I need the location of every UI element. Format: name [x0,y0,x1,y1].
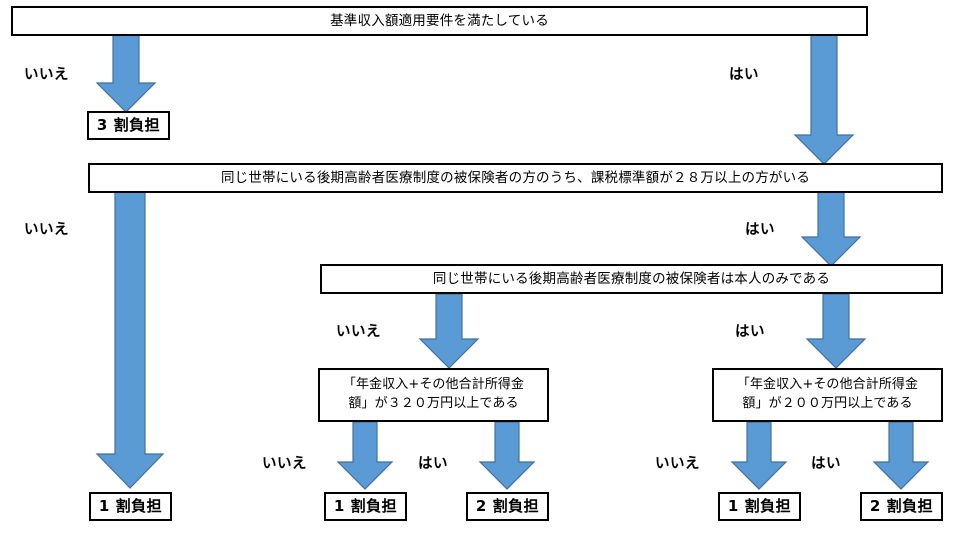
income-node-200man-line2: 額」が２００万円以上である [742,396,913,411]
question-node-insured-self-only[interactable]: 同じ世帯にいる後期高齢者医療制度の被保険者は本人のみである [320,264,943,294]
arrow-q1-no [95,35,157,113]
arrow-q3-yes [805,294,867,369]
edge-label-q3-yes: はい [735,324,765,340]
edge-label-incright-yes: はい [811,456,841,472]
result-node-1wari-mid[interactable]: 1 割負担 [324,492,407,521]
income-node-320man[interactable]: 「年金収入+その他合計所得金 額」が３２０万円以上である [318,368,549,422]
edge-label-incleft-yes: はい [418,456,448,472]
arrow-incright-no [730,422,788,490]
income-node-200man-line1: 「年金収入+その他合計所得金 [736,377,919,393]
arrow-incright-yes [872,422,930,490]
income-node-200man[interactable]: 「年金収入+その他合計所得金 額」が２００万円以上である [712,368,943,422]
result-node-2wari-right[interactable]: 2 割負担 [860,492,943,521]
edge-label-q1-yes: はい [729,67,759,83]
edge-label-q1-no: いいえ [24,67,69,83]
question-node-base-income-requirement[interactable]: 基準収入額適用要件を満たしている [11,6,868,36]
arrow-incleft-no [336,422,394,490]
result-node-1wari-left[interactable]: 1 割負担 [89,492,172,521]
income-node-320man-line2: 額」が３２０万円以上である [348,396,519,411]
arrow-q2-no [95,192,165,489]
result-node-2wari-mid[interactable]: 2 割負担 [466,492,549,521]
question-node-household-taxable-income[interactable]: 同じ世帯にいる後期高齢者医療制度の被保険者の方のうち、課税標準額が２８万以上の方… [88,163,943,193]
edge-label-incleft-no: いいえ [262,456,307,472]
arrow-incleft-yes [478,422,536,490]
arrow-q2-yes [800,192,862,267]
edge-label-incright-no: いいえ [655,456,700,472]
arrow-q3-no [418,294,480,369]
arrow-q1-yes [793,35,855,165]
income-node-320man-line1: 「年金収入+その他合計所得金 [342,377,525,393]
edge-label-q2-yes: はい [745,222,775,238]
result-node-3wari[interactable]: 3 割負担 [87,111,170,140]
edge-label-q3-no: いいえ [336,324,381,340]
edge-label-q2-no: いいえ [24,222,69,238]
result-node-1wari-right[interactable]: 1 割負担 [718,492,801,521]
